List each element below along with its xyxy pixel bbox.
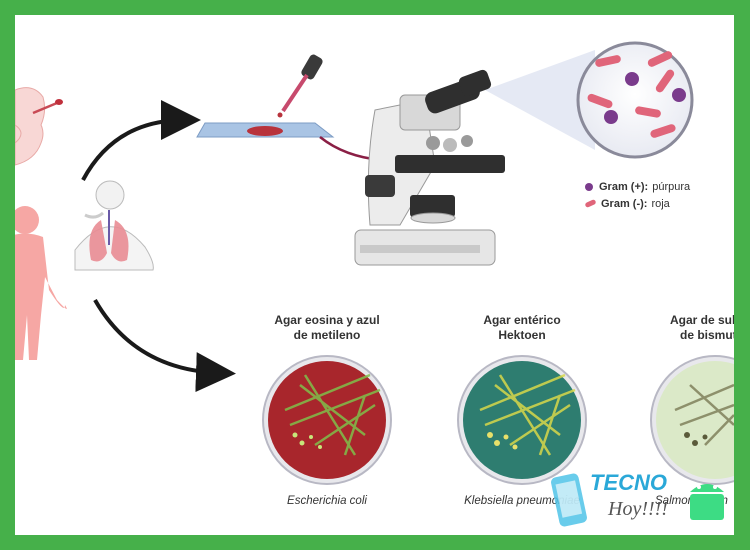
legend-gram-positive: Gram (+): púrpura	[585, 178, 690, 195]
watermark-text-hoy: Hoy!!!!	[607, 498, 668, 520]
microscope-illustration	[354, 69, 505, 266]
legend-gram-negative-value: roja	[651, 197, 670, 210]
lungs-patient-illustration	[74, 180, 154, 271]
legend-gram-negative-label: Gram (-):	[601, 197, 648, 210]
agar-3-title-line1: Agar de sul	[670, 313, 734, 327]
agar-1-title-line1: Agar eosina y azul	[274, 313, 380, 327]
tecnohoy-watermark: TECNO Hoy!!!!	[550, 460, 734, 535]
legend-gram-positive-value: púrpura	[652, 180, 691, 193]
purple-dot-icon	[585, 182, 593, 191]
legend-gram-negative: Gram (-): roja	[584, 195, 690, 212]
red-rod-icon	[584, 198, 597, 209]
arrow-to-agars	[93, 299, 236, 393]
agar-2-title: Agar entérico Hektoen	[452, 313, 592, 343]
magnified-bacteria-view	[576, 41, 694, 159]
patient-swab-illustration	[15, 87, 63, 166]
magnification-beam	[485, 50, 595, 150]
android-logo-icon	[690, 484, 724, 520]
agar-2-title-line1: Agar entérico	[483, 313, 561, 327]
agar-plate-1	[262, 355, 392, 485]
diagram-canvas: Gram (+): púrpura Gram (-): roja Agar eo…	[15, 15, 734, 535]
watermark-text-tecno: TECNO	[590, 470, 667, 495]
agar-3-title: Agar de sul de bismut	[645, 313, 734, 343]
agar-1-species: Escherichia coli	[287, 495, 367, 507]
agar-plate-2	[457, 355, 587, 485]
agar-plate-3	[650, 355, 734, 485]
human-body-illustration	[15, 206, 67, 360]
arrow-to-slide	[81, 100, 201, 181]
agar-1-title-line2: de metileno	[293, 328, 361, 342]
gram-stain-legend: Gram (+): púrpura Gram (-): roja	[584, 178, 690, 212]
agar-3-title-line2: de bismut	[680, 328, 734, 342]
slide-dropper-illustration	[196, 54, 335, 138]
agar-1-title: Agar eosina y azul de metileno	[257, 313, 397, 343]
agar-2-title-line2: Hektoen	[498, 328, 546, 342]
legend-gram-positive-label: Gram (+):	[599, 180, 649, 193]
diagram-artwork	[15, 41, 734, 485]
agar-2-species: Klebsiella pneumoniae	[464, 495, 580, 507]
